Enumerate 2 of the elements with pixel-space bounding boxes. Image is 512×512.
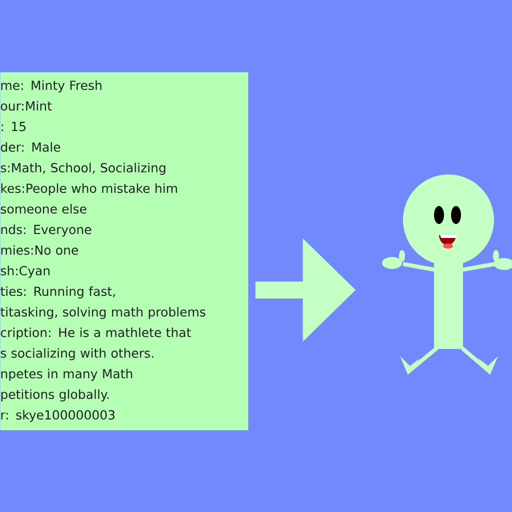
text-box: me: Minty Fresh our:Mint : 15 der: Male s:Math, School, Socializing kes:People who mistake him someone else nds: Everyone mies:No one sh:Cyan ties: Running fast, titasking, solving math problems cription: He is a mathlete that s socializing with others. npetes in many Math petitions globally. r: skye100000003: [0, 72, 248, 430]
character-drawing: [382, 174, 512, 375]
